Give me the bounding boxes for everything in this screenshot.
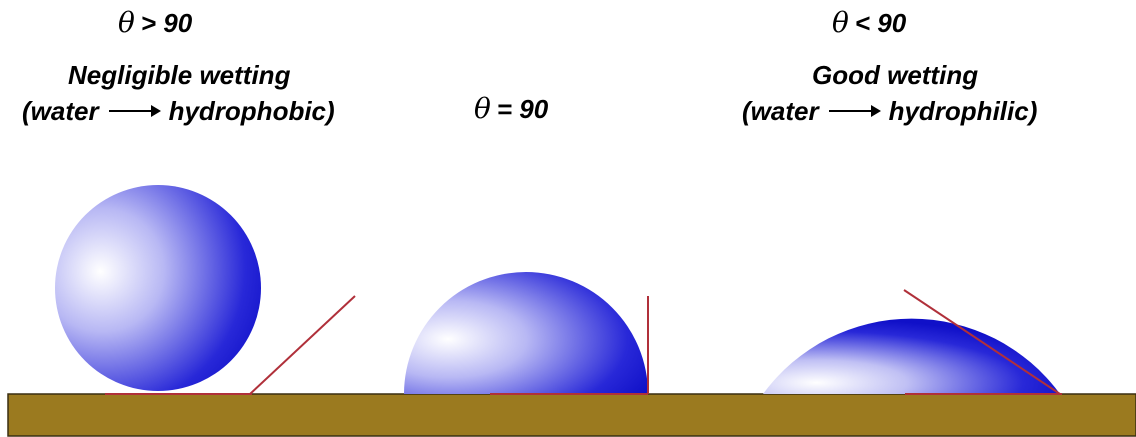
angle-value: > 90 (140, 8, 193, 38)
angle-label-neutral: θ= 90 (474, 92, 549, 125)
relation-close: hydrophobic) (168, 96, 335, 126)
angle-label-hydrophilic: θ< 90 (832, 6, 907, 39)
right-arrow-icon (828, 105, 881, 118)
relation-open: (water (742, 96, 819, 126)
tangent-line-hydrophobic (249, 295, 356, 395)
relation-open: (water (22, 96, 99, 126)
angle-value: < 90 (854, 8, 907, 38)
relation-hydrophilic: (water hydrophilic) (742, 96, 1037, 126)
drop-hydrophilic (763, 318, 1060, 394)
theta-symbol: θ (474, 92, 491, 125)
substrate (7, 393, 1136, 437)
title-negligible-wetting: Negligible wetting (68, 60, 291, 90)
drop-hydrophobic (55, 185, 261, 391)
tangent-line-hydrophilic (903, 289, 1061, 395)
angle-label-hydrophobic: θ> 90 (118, 6, 193, 39)
angle-value: = 90 (496, 94, 549, 124)
theta-symbol: θ (832, 6, 849, 39)
theta-symbol: θ (118, 6, 135, 39)
right-arrow-icon (108, 105, 161, 118)
title-good-wetting: Good wetting (812, 60, 979, 90)
relation-close: hydrophilic) (888, 96, 1038, 126)
relation-hydrophobic: (water hydrophobic) (22, 96, 335, 126)
drop-neutral (404, 272, 648, 394)
